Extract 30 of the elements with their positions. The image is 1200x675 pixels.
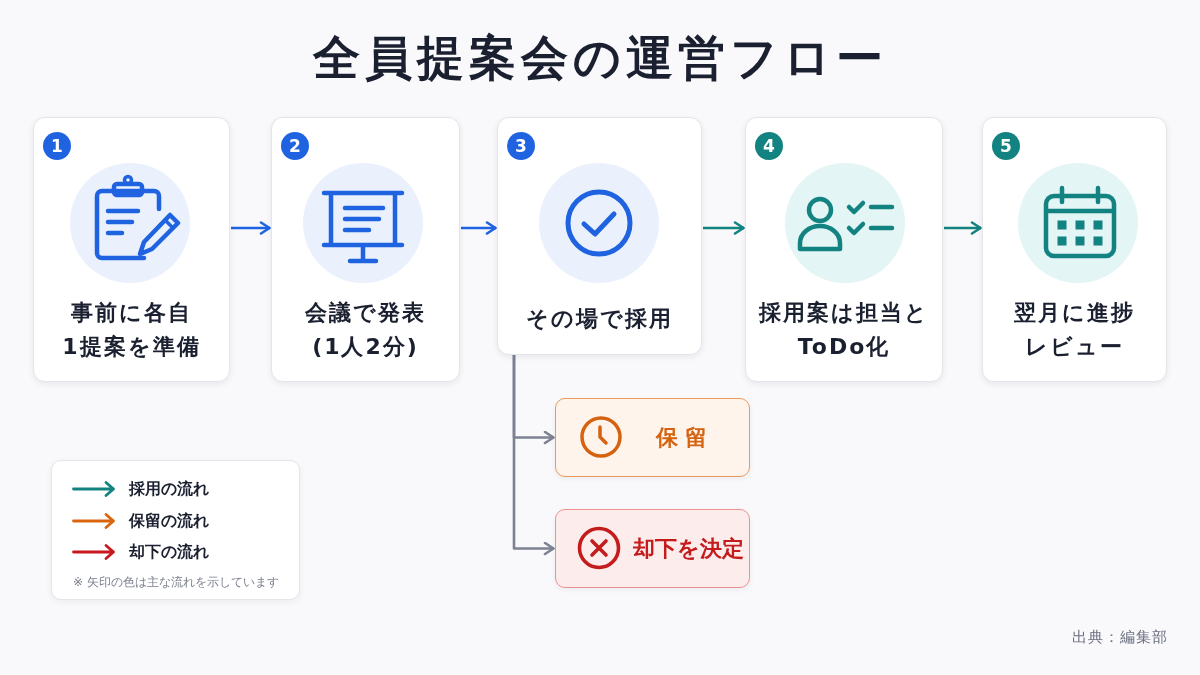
outcome-box <box>555 509 750 588</box>
legend-label: 保留の流れ <box>129 509 209 532</box>
step-label: その場で採用 <box>525 305 674 333</box>
source-note: 出典：編集部 <box>1072 627 1168 647</box>
outcome-label: 保留 <box>656 424 714 452</box>
step-number: 1 <box>43 132 71 160</box>
step-card <box>497 117 702 355</box>
arrow <box>703 221 745 235</box>
outcome-label: 却下を決定 <box>633 535 744 563</box>
step-number: 3 <box>507 132 535 160</box>
step-number: 5 <box>992 132 1020 160</box>
step-label: 事前に各自1提案を準備 <box>61 299 202 361</box>
step-label: 会議で発表(1人2分) <box>304 299 427 361</box>
step-card <box>745 117 943 382</box>
arrow <box>944 221 982 235</box>
step-card <box>982 117 1167 382</box>
step-number: 4 <box>755 132 783 160</box>
step-number: 2 <box>281 132 309 160</box>
legend-note: ※ 矢印の色は主な流れを示しています <box>73 574 279 590</box>
arrow <box>231 221 271 235</box>
arrow <box>512 355 555 556</box>
legend-label: 却下の流れ <box>129 541 209 563</box>
step-label: 採用案は担当とToDo化 <box>757 299 930 361</box>
step-card <box>33 117 230 382</box>
title: 全員提案会の運営フロー <box>311 29 889 87</box>
step-label: 翌月に進捗レビュー <box>1013 299 1136 361</box>
step-card <box>271 117 460 382</box>
outcome-box <box>555 398 750 477</box>
legend-label: 採用の流れ <box>129 478 209 500</box>
arrow <box>461 221 497 235</box>
